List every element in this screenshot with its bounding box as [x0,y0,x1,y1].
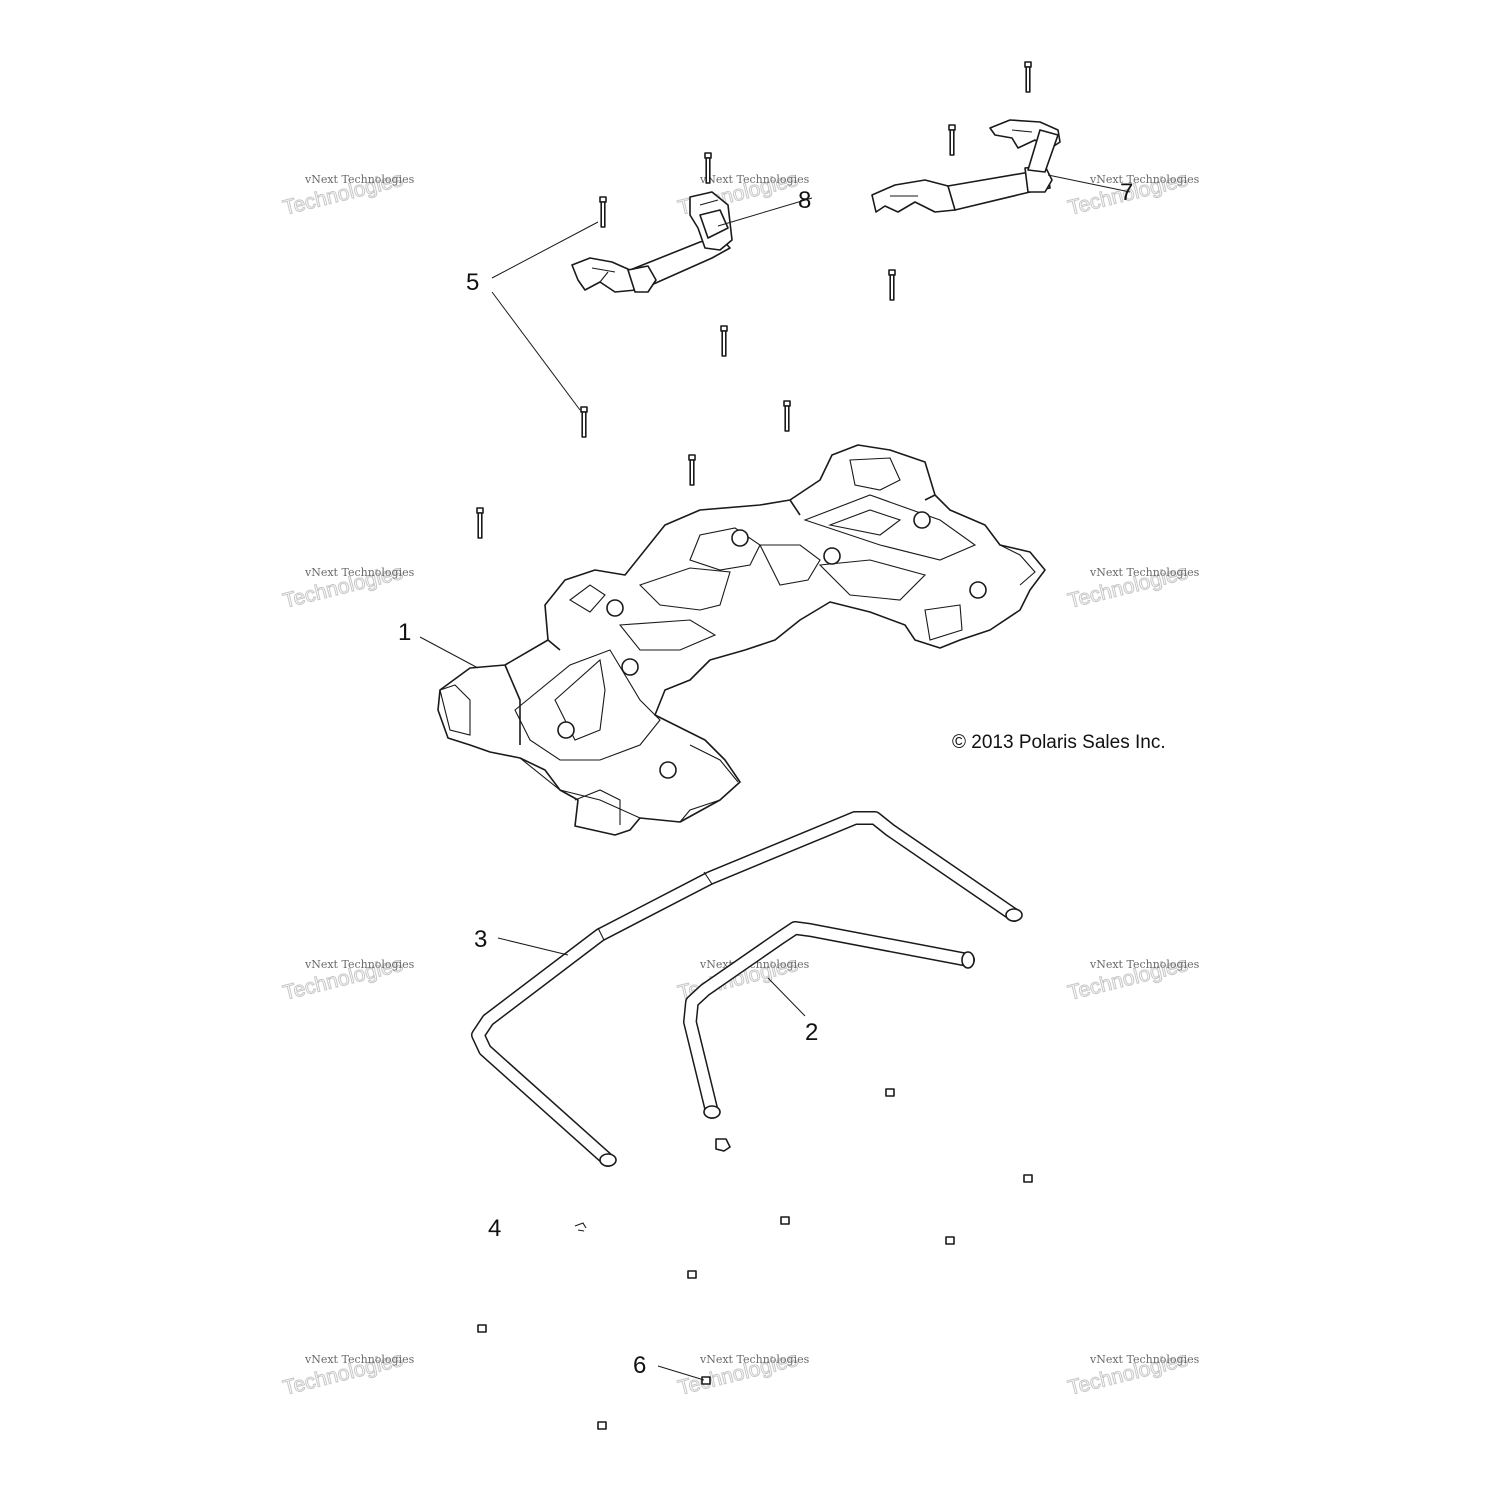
callout-1: 1 [398,619,411,646]
bolt [580,406,588,438]
watermark-small: vNext Technologies [1089,958,1200,971]
bolt [888,269,896,301]
nut [701,1376,711,1385]
watermark-small: vNext Technologies [304,1353,415,1366]
tube-bar-3 [471,811,1023,1167]
nut [597,1421,607,1430]
watermark-small: vNext Technologies [699,1353,810,1366]
nut [1023,1174,1033,1183]
leader-7 [1047,174,1131,193]
callouts: 1 2 3 4 5 6 7 8 [398,179,1133,1379]
bolt [948,124,956,156]
callout-2: 2 [805,1019,818,1046]
bolt [599,196,607,228]
callout-6: 6 [633,1352,646,1379]
copyright-text: © 2013 Polaris Sales Inc. [952,732,1166,753]
leader-8 [717,197,813,227]
leader-5a [491,221,599,279]
leader-5b [491,291,581,411]
bolt [688,454,696,486]
watermark-4: Technologies vNext Technologies [280,560,415,613]
clip [715,1138,731,1152]
watermark-small: vNext Technologies [1089,173,1200,186]
watermark-small: vNext Technologies [304,173,415,186]
callout-5: 5 [466,269,479,296]
leader-2 [767,977,806,1017]
bolt [783,400,791,432]
watermark-10: Technologies vNext Technologies [280,1347,415,1400]
nut [945,1236,955,1245]
watermark-7: Technologies vNext Technologies [280,952,415,1005]
nut [477,1324,487,1333]
watermark-group: Technologies vNext Technologies Technolo… [280,167,1200,1400]
nut [687,1270,697,1279]
callout-3: 3 [474,926,487,953]
leader-1 [419,636,479,669]
bolt [1024,61,1032,93]
watermark-11: Technologies vNext Technologies [675,1347,810,1400]
callout-4: 4 [488,1215,501,1242]
nut [885,1088,895,1097]
watermark-small: vNext Technologies [699,173,810,186]
watermark-9: Technologies vNext Technologies [1065,952,1200,1005]
tube-bar-2 [683,921,975,1119]
watermark-6: Technologies vNext Technologies [1065,560,1200,613]
leader-3 [497,937,569,956]
bolt [704,152,712,184]
rack-1 [437,444,1046,836]
bolt-group [476,61,1032,539]
bolt [476,507,484,539]
watermark-small: vNext Technologies [1089,566,1200,579]
nut-group [477,1088,1033,1430]
watermark-small: vNext Technologies [304,566,415,579]
nut [780,1216,790,1225]
watermark-small: vNext Technologies [1089,1353,1200,1366]
bolt [720,325,728,357]
clip-small [574,1222,587,1232]
handle-bracket-8 [571,191,733,293]
callout-7: 7 [1120,179,1133,206]
leader-lines [419,174,1131,1381]
leader-6 [657,1365,705,1381]
watermark-12: Technologies vNext Technologies [1065,1347,1200,1400]
callout-8: 8 [798,187,811,214]
handle-bracket-7 [871,119,1061,213]
watermark-small: vNext Technologies [304,958,415,971]
watermark-1: Technologies vNext Technologies [280,167,415,220]
